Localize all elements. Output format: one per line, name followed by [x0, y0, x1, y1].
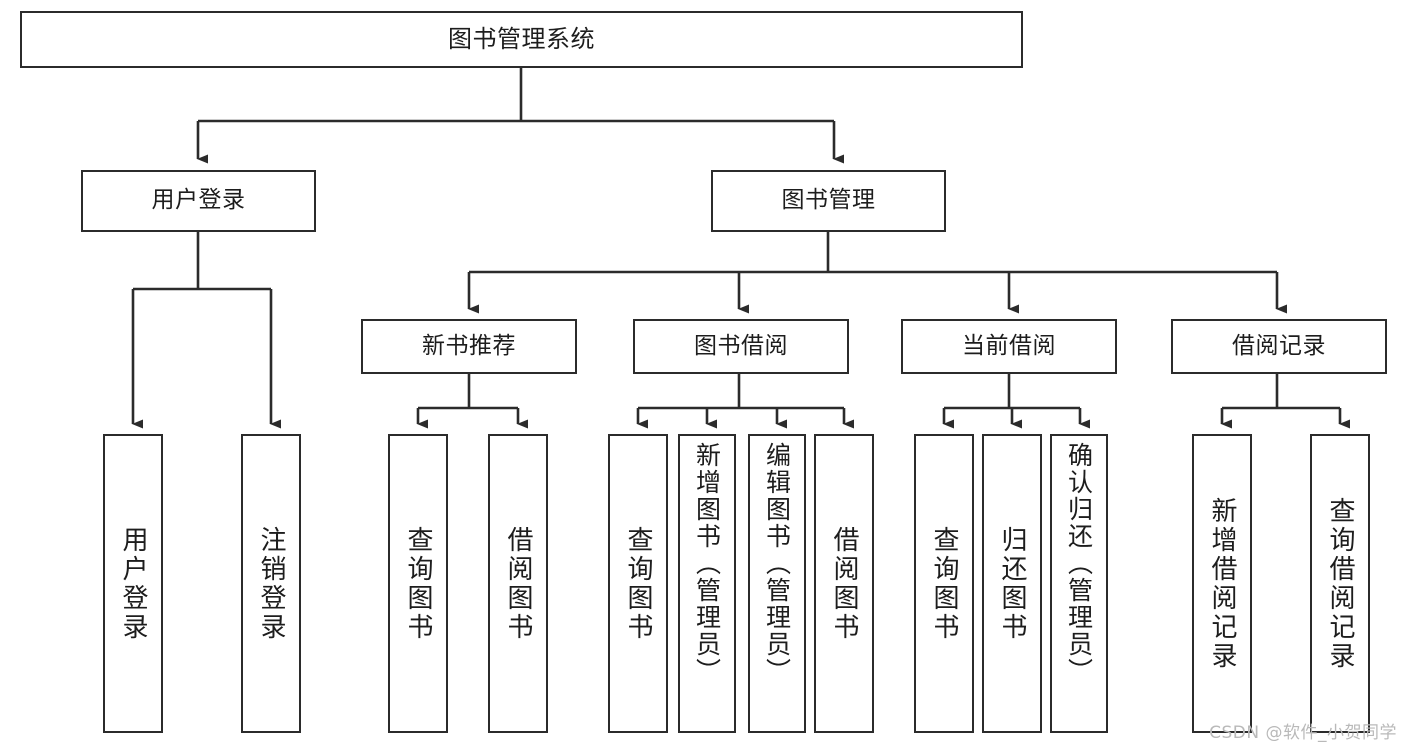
node-borrow-record[interactable]: 借阅记录	[1171, 319, 1387, 374]
node-new-book-recommendation[interactable]: 新书推荐	[361, 319, 577, 374]
node-label: 借阅记录	[1232, 332, 1326, 359]
leaf-add-book-admin[interactable]: 新增图书（管理员）	[678, 434, 736, 733]
node-label: 用户登录	[118, 525, 148, 642]
node-label: 图书借阅	[694, 332, 788, 359]
node-book-manage[interactable]: 图书管理	[711, 170, 946, 232]
node-label: 借阅图书	[829, 525, 859, 642]
node-book-management-system[interactable]: 图书管理系统	[20, 11, 1023, 68]
leaf-add-borrow-record[interactable]: 新增借阅记录	[1192, 434, 1252, 733]
leaf-query-borrow-record[interactable]: 查询借阅记录	[1310, 434, 1370, 733]
node-label: 用户登录	[151, 187, 246, 214]
node-label: 新增借阅记录	[1207, 496, 1237, 671]
leaf-logout-login[interactable]: 注销登录	[241, 434, 301, 733]
node-label: 当前借阅	[962, 332, 1056, 359]
node-current-borrow[interactable]: 当前借阅	[901, 319, 1117, 374]
node-label: 查询图书	[929, 525, 959, 642]
leaf-user-login[interactable]: 用户登录	[103, 434, 163, 733]
node-label: 归还图书	[997, 525, 1027, 642]
leaf-query-book-borrow[interactable]: 查询图书	[608, 434, 668, 733]
node-label: 图书管理	[781, 187, 876, 214]
node-label: 查询借阅记录	[1325, 496, 1355, 671]
node-label: 注销登录	[256, 525, 286, 642]
node-label: 查询图书	[403, 525, 433, 642]
leaf-borrow-book-borrow[interactable]: 借阅图书	[814, 434, 874, 733]
node-label: 图书管理系统	[448, 25, 595, 54]
csdn-watermark: CSDN @软件_小贺同学	[1209, 723, 1397, 743]
leaf-confirm-return-admin[interactable]: 确认归还（管理员）	[1050, 434, 1108, 733]
leaf-borrow-book-new-rec[interactable]: 借阅图书	[488, 434, 548, 733]
leaf-edit-book-admin[interactable]: 编辑图书（管理员）	[748, 434, 806, 733]
node-book-borrow[interactable]: 图书借阅	[633, 319, 849, 374]
node-label: 编辑图书（管理员）	[762, 442, 792, 685]
node-user-login[interactable]: 用户登录	[81, 170, 316, 232]
node-label: 借阅图书	[503, 525, 533, 642]
node-label: 新增图书（管理员）	[692, 442, 722, 685]
leaf-query-book-new-rec[interactable]: 查询图书	[388, 434, 448, 733]
leaf-query-book-current[interactable]: 查询图书	[914, 434, 974, 733]
node-label: 查询图书	[623, 525, 653, 642]
leaf-return-book[interactable]: 归还图书	[982, 434, 1042, 733]
node-label: 确认归还（管理员）	[1064, 442, 1094, 685]
node-label: 新书推荐	[422, 332, 516, 359]
